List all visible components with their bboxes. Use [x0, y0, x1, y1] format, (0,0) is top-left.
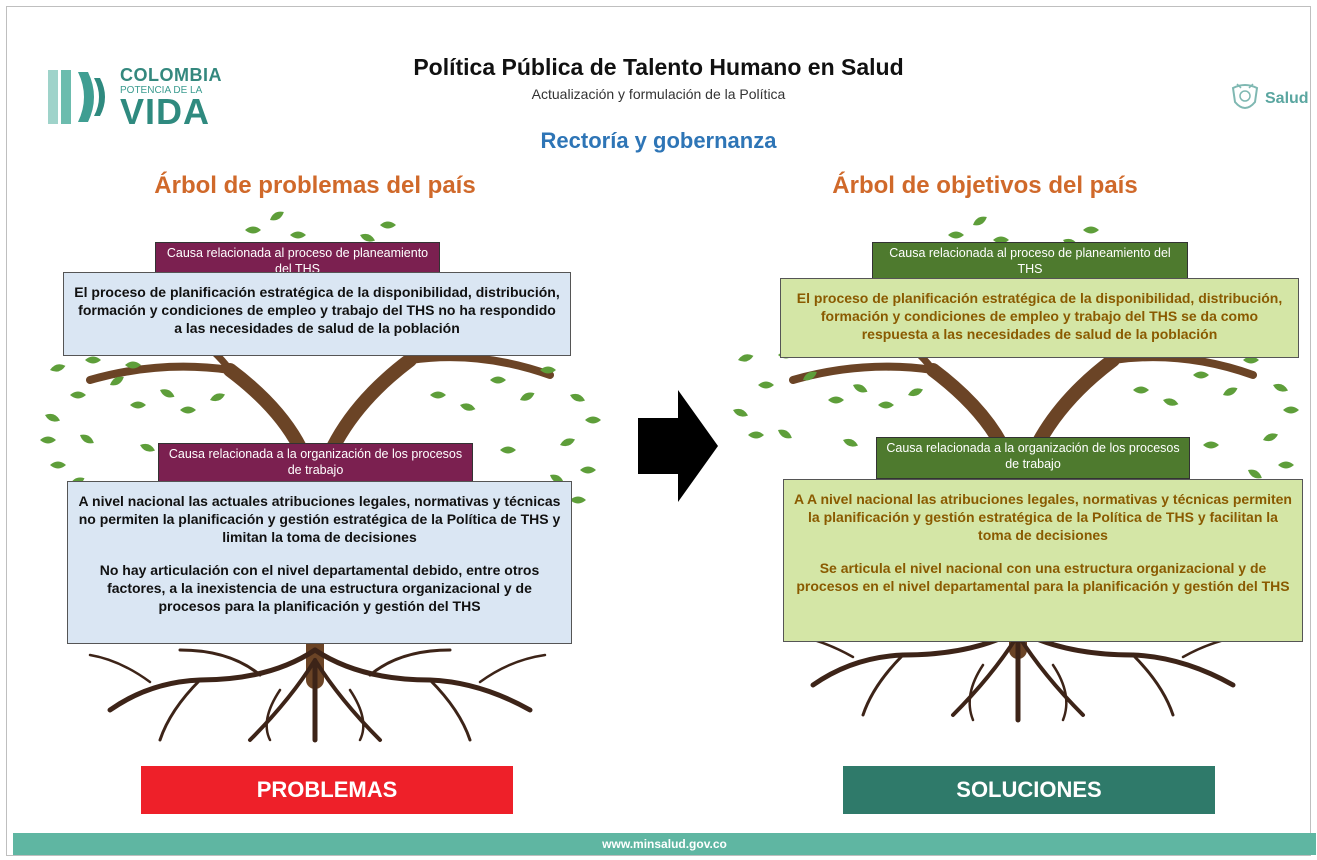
right-cause2-box: A A nivel nacional las atribuciones lega…	[783, 479, 1303, 642]
left-tree-title: Árbol de problemas del país	[154, 172, 476, 199]
left-cause1-text: El proceso de planificación estratégica …	[74, 284, 560, 337]
right-cause1-tag: Causa relacionada al proceso de planeami…	[872, 242, 1188, 280]
right-cause1-text: El proceso de planificación estratégica …	[796, 290, 1283, 343]
solutions-label: SOLUCIONES	[843, 766, 1215, 814]
footer-bar: www.minsalud.gov.co	[13, 833, 1316, 855]
logo-line-potencia: POTENCIA DE LA	[120, 85, 203, 96]
right-cause2-text2: Se articula el nivel nacional con una es…	[796, 559, 1290, 594]
problems-label: PROBLEMAS	[141, 766, 513, 814]
right-cause1-box: El proceso de planificación estratégica …	[780, 278, 1299, 358]
right-cause2-tag: Causa relacionada a la organización de l…	[876, 437, 1190, 479]
colombia-logo: COLOMBIA POTENCIA DE LA VIDA	[48, 62, 228, 134]
page-title: Política Pública de Talento Humano en Sa…	[413, 54, 904, 80]
left-cause2-tag: Causa relacionada a la organización de l…	[158, 443, 473, 483]
coat-of-arms-icon	[1231, 83, 1259, 109]
left-cause2-text1: A nivel nacional las actuales atribucion…	[78, 493, 561, 546]
salud-logo: Salud	[1229, 80, 1309, 120]
right-arrow-icon	[638, 390, 718, 502]
left-cause2-box: A nivel nacional las actuales atribucion…	[67, 481, 572, 644]
colombia-waves-icon	[48, 70, 105, 124]
section-title: Rectoría y gobernanza	[540, 128, 777, 153]
logo-line-vida: VIDA	[120, 91, 211, 132]
footer-url[interactable]: www.minsalud.gov.co	[602, 837, 727, 851]
left-cause1-box: El proceso de planificación estratégica …	[63, 272, 571, 356]
right-tree-title: Árbol de objetivos del país	[832, 172, 1138, 199]
salud-text: Salud	[1265, 90, 1309, 107]
right-cause2-text1: A A nivel nacional las atribuciones lega…	[794, 491, 1292, 544]
left-cause2-text2: No hay articulación con el nivel departa…	[99, 561, 540, 614]
logo-line-colombia: COLOMBIA	[120, 65, 222, 85]
page-subtitle: Actualización y formulación de la Políti…	[531, 86, 786, 102]
